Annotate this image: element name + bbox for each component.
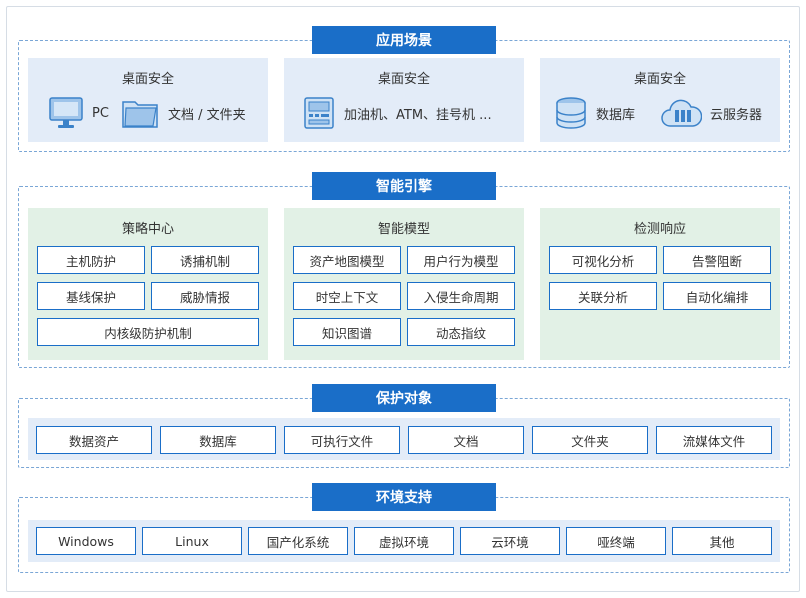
engine-box: 威胁情报 bbox=[151, 282, 259, 310]
env-box: 哑终端 bbox=[566, 527, 666, 555]
protect-box: 数据库 bbox=[160, 426, 276, 454]
scenario-item-database: 数据库 bbox=[554, 96, 635, 130]
scenario-panel-3: 桌面安全 数据库 云服务器 bbox=[540, 58, 780, 142]
scenario-panel-title: 桌面安全 bbox=[633, 72, 686, 87]
engine-box: 知识图谱 bbox=[293, 318, 401, 346]
engine-title: 智能引擎 bbox=[312, 172, 496, 200]
engine-box: 主机防护 bbox=[37, 246, 145, 274]
database-icon bbox=[556, 97, 586, 129]
scenario-item-cloud-server: 云服务器 bbox=[660, 96, 762, 130]
scenario-item-docs: 文档 / 文件夹 bbox=[120, 96, 246, 130]
protect-panel: 数据资产 数据库 可执行文件 文档 文件夹 流媒体文件 bbox=[28, 418, 780, 460]
scenario-panel-title: 桌面安全 bbox=[121, 72, 174, 87]
engine-box: 关联分析 bbox=[549, 282, 657, 310]
env-box: 其他 bbox=[672, 527, 772, 555]
folder-icon bbox=[122, 101, 158, 128]
env-box: 国产化系统 bbox=[248, 527, 348, 555]
engine-box: 时空上下文 bbox=[293, 282, 401, 310]
engine-panel-detect: 检测响应 可视化分析 告警阻断 关联分析 自动化编排 bbox=[540, 208, 780, 360]
engine-panel-model: 智能模型 资产地图模型 用户行为模型 时空上下文 入侵生命周期 知识图谱 动态指… bbox=[284, 208, 524, 360]
engine-box: 自动化编排 bbox=[663, 282, 771, 310]
engine-box: 诱捕机制 bbox=[151, 246, 259, 274]
scenario-item-label: PC bbox=[92, 105, 109, 121]
scenario-item-kiosk: 加油机、ATM、挂号机 ... bbox=[302, 96, 492, 130]
protect-title: 保护对象 bbox=[312, 384, 496, 412]
engine-box: 入侵生命周期 bbox=[407, 282, 515, 310]
kiosk-icon bbox=[304, 97, 334, 129]
env-box: Linux bbox=[142, 527, 242, 555]
engine-box: 基线保护 bbox=[37, 282, 145, 310]
cloud-server-icon bbox=[661, 99, 702, 127]
engine-panel-title: 策略中心 bbox=[121, 222, 174, 237]
monitor-icon bbox=[49, 97, 83, 128]
engine-panel-title: 智能模型 bbox=[377, 222, 430, 237]
scenarios-title: 应用场景 bbox=[312, 26, 496, 54]
env-box: Windows bbox=[36, 527, 136, 555]
scenario-panel-2: 桌面安全 加油机、ATM、挂号机 ... bbox=[284, 58, 524, 142]
engine-panel-strategy: 策略中心 主机防护 诱捕机制 基线保护 威胁情报 内核级防护机制 bbox=[28, 208, 268, 360]
engine-panel-title: 检测响应 bbox=[633, 222, 686, 237]
env-box: 虚拟环境 bbox=[354, 527, 454, 555]
scenario-panel-title: 桌面安全 bbox=[377, 72, 430, 87]
scenario-item-label: 云服务器 bbox=[710, 107, 763, 123]
scenario-item-pc: PC bbox=[48, 96, 109, 130]
scenario-item-label: 加油机、ATM、挂号机 ... bbox=[344, 107, 492, 123]
engine-box: 用户行为模型 bbox=[407, 246, 515, 274]
env-box: 云环境 bbox=[460, 527, 560, 555]
engine-box: 动态指纹 bbox=[407, 318, 515, 346]
protect-box: 文件夹 bbox=[532, 426, 648, 454]
engine-box: 告警阻断 bbox=[663, 246, 771, 274]
scenario-panel-1: 桌面安全 PC 文档 / 文件夹 bbox=[28, 58, 268, 142]
scenario-item-label: 文档 / 文件夹 bbox=[168, 107, 246, 123]
engine-box: 资产地图模型 bbox=[293, 246, 401, 274]
env-panel: Windows Linux 国产化系统 虚拟环境 云环境 哑终端 其他 bbox=[28, 520, 780, 562]
protect-box: 文档 bbox=[408, 426, 524, 454]
diagram-frame bbox=[6, 6, 800, 592]
protect-box: 数据资产 bbox=[36, 426, 152, 454]
env-title: 环境支持 bbox=[312, 483, 496, 511]
engine-box: 内核级防护机制 bbox=[37, 318, 259, 346]
engine-box: 可视化分析 bbox=[549, 246, 657, 274]
protect-box: 流媒体文件 bbox=[656, 426, 772, 454]
scenario-item-label: 数据库 bbox=[596, 107, 636, 123]
protect-box: 可执行文件 bbox=[284, 426, 400, 454]
